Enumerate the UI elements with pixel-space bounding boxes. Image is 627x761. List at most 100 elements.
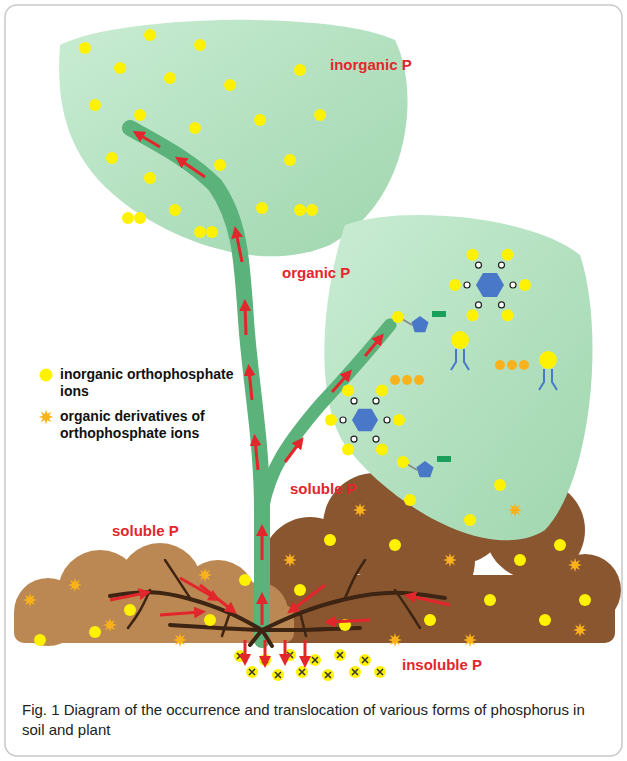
oxygen [464,282,470,288]
flow-arrow [332,374,348,392]
inorganic-dot [144,172,156,184]
inorganic-dot [169,204,181,216]
inorganic-dot [114,62,126,74]
flow-arrow [180,578,215,598]
insoluble-mark [325,672,331,678]
inorganic-dot [122,212,134,224]
inorganic-dot [224,79,236,91]
oxygen [510,282,516,288]
inorganic-dot [164,72,176,84]
flow-arrow [249,370,252,400]
insoluble-dot [349,666,361,678]
lipid-tail [451,349,469,370]
insoluble-mark [352,669,358,675]
form-label: insoluble P [402,656,482,674]
flow-arrow [255,440,258,470]
phosphate [467,249,479,261]
frame-border [5,5,622,756]
stem [130,128,262,640]
oxygen [373,436,379,442]
legend-swatch [38,367,54,383]
insoluble-mark [337,652,343,658]
form-label: organic P [282,264,350,282]
inorganic-dot [206,226,218,238]
form-label: inorganic P [330,56,412,74]
phosphate [449,279,461,291]
organic-star [353,503,367,517]
form-label: soluble P [290,480,357,498]
flow-arrow [365,338,380,356]
root [250,630,262,645]
inorganic-dot [256,202,268,214]
inorganic-dot [239,574,251,586]
inorganic-dot [284,154,296,166]
legend-text: inorganic orthophosphate ions [60,366,260,400]
inorganic-dot [424,614,436,626]
inorganic-dot [89,626,101,638]
root [165,560,190,598]
inorganic-dot [106,152,118,164]
inorganic-dot [144,29,156,41]
organic-molecules [325,249,557,478]
organic-star [388,633,402,647]
oxygen [476,262,482,268]
right-leaf [324,215,592,540]
lipid-head [539,351,557,369]
light-soil [14,543,294,646]
oxygen [373,398,379,404]
inorganic-dot [294,584,306,596]
oxygen [499,302,505,308]
insoluble-mark [299,669,305,675]
legend-entry: inorganic orthophosphate ions [38,366,260,400]
lipid-head [451,331,469,349]
legend-swatch-mark [39,410,54,425]
inorganic-dot [294,64,306,76]
root [395,590,420,628]
flow-arrow [410,596,450,605]
organic-star [173,633,187,647]
insoluble-mark [362,657,368,663]
organic-star [573,623,587,637]
phosphate [342,443,354,455]
organic-star [283,553,297,567]
insoluble-dot [374,666,386,678]
phosphate [502,249,514,261]
inorganic-dot [579,594,591,606]
phosphate [393,414,405,426]
inorganic-dot [484,594,496,606]
inorganic-dot [464,514,476,526]
insoluble-mark [377,669,383,675]
flow-arrow [261,530,264,560]
organic-star [463,633,477,647]
flow-arrow [292,585,325,610]
root [300,612,306,636]
inorganic-dot [89,99,101,111]
inorganic-dot [539,614,551,626]
inorganic-dot [134,212,146,224]
flow-arrow [160,612,200,615]
insoluble-mark [249,669,255,675]
oxygen [340,417,346,423]
insoluble-mark [275,672,281,678]
inorganic-dot [124,604,136,616]
inorganic-dot [404,494,416,506]
insoluble-dot [246,666,258,678]
inorganic-dot [389,539,401,551]
legend-swatch [38,409,54,425]
insoluble-mark [287,652,293,658]
oxygen [384,417,390,423]
legend-text: organic derivatives of orthophosphate io… [60,408,260,442]
organic-dot [414,375,424,385]
organic-star [443,553,457,567]
inorganic-dot [294,204,306,216]
oxygen [351,398,357,404]
roots [110,560,445,646]
form-label: soluble P [112,522,179,540]
inorganic-dot [214,159,226,171]
base [432,311,446,317]
figure-caption: Fig. 1 Diagram of the occurrence and tra… [22,700,607,740]
organic-star [508,503,522,517]
inorganic-dot [324,534,336,546]
flow-arrow [138,134,160,147]
insoluble-dot [272,669,284,681]
